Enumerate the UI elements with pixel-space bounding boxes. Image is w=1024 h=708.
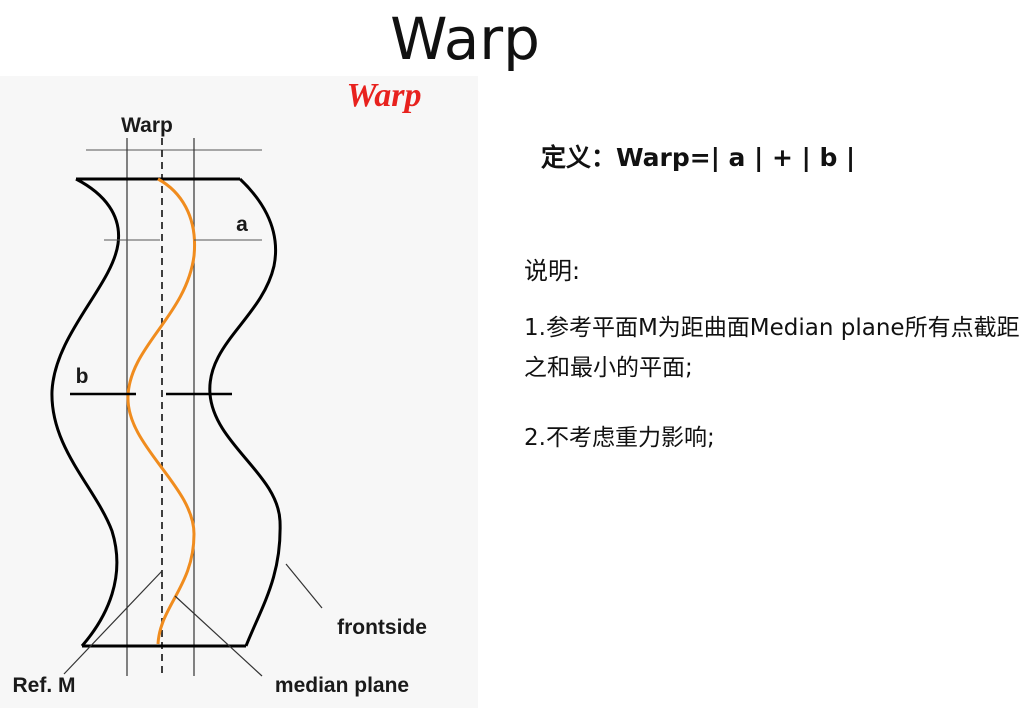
warp-diagram-panel: Warp Warp a b frontside Ref. M median bbox=[0, 76, 478, 708]
median-plane-label: median plane bbox=[275, 674, 409, 697]
ref-m-label: Ref. M bbox=[13, 674, 76, 697]
median-plane-leader bbox=[174, 595, 263, 677]
median-curve bbox=[126, 177, 197, 645]
frontside-label: frontside bbox=[337, 616, 427, 639]
note-item-2: 2.不考虑重力影响; bbox=[524, 425, 715, 451]
slide-title: Warp bbox=[390, 5, 540, 73]
right-surface-boundary bbox=[208, 177, 282, 647]
warp-label: Warp bbox=[121, 114, 173, 137]
left-surface-boundary bbox=[50, 177, 121, 647]
a-label: a bbox=[236, 213, 248, 236]
warp-definition: 定义：Warp=| a | + | b | bbox=[541, 143, 856, 172]
warp-diagram: Warp Warp a b frontside Ref. M median bbox=[13, 77, 427, 697]
frontside-leader bbox=[285, 563, 323, 609]
note-item-1: 1.参考平面M为距曲面Median plane所有点截距之和最小的平面; bbox=[524, 315, 1020, 381]
figure-title: Warp bbox=[347, 77, 422, 114]
ref-m-leader bbox=[63, 570, 163, 675]
b-label: b bbox=[76, 365, 89, 388]
notes-heading: 说明: bbox=[524, 257, 581, 285]
